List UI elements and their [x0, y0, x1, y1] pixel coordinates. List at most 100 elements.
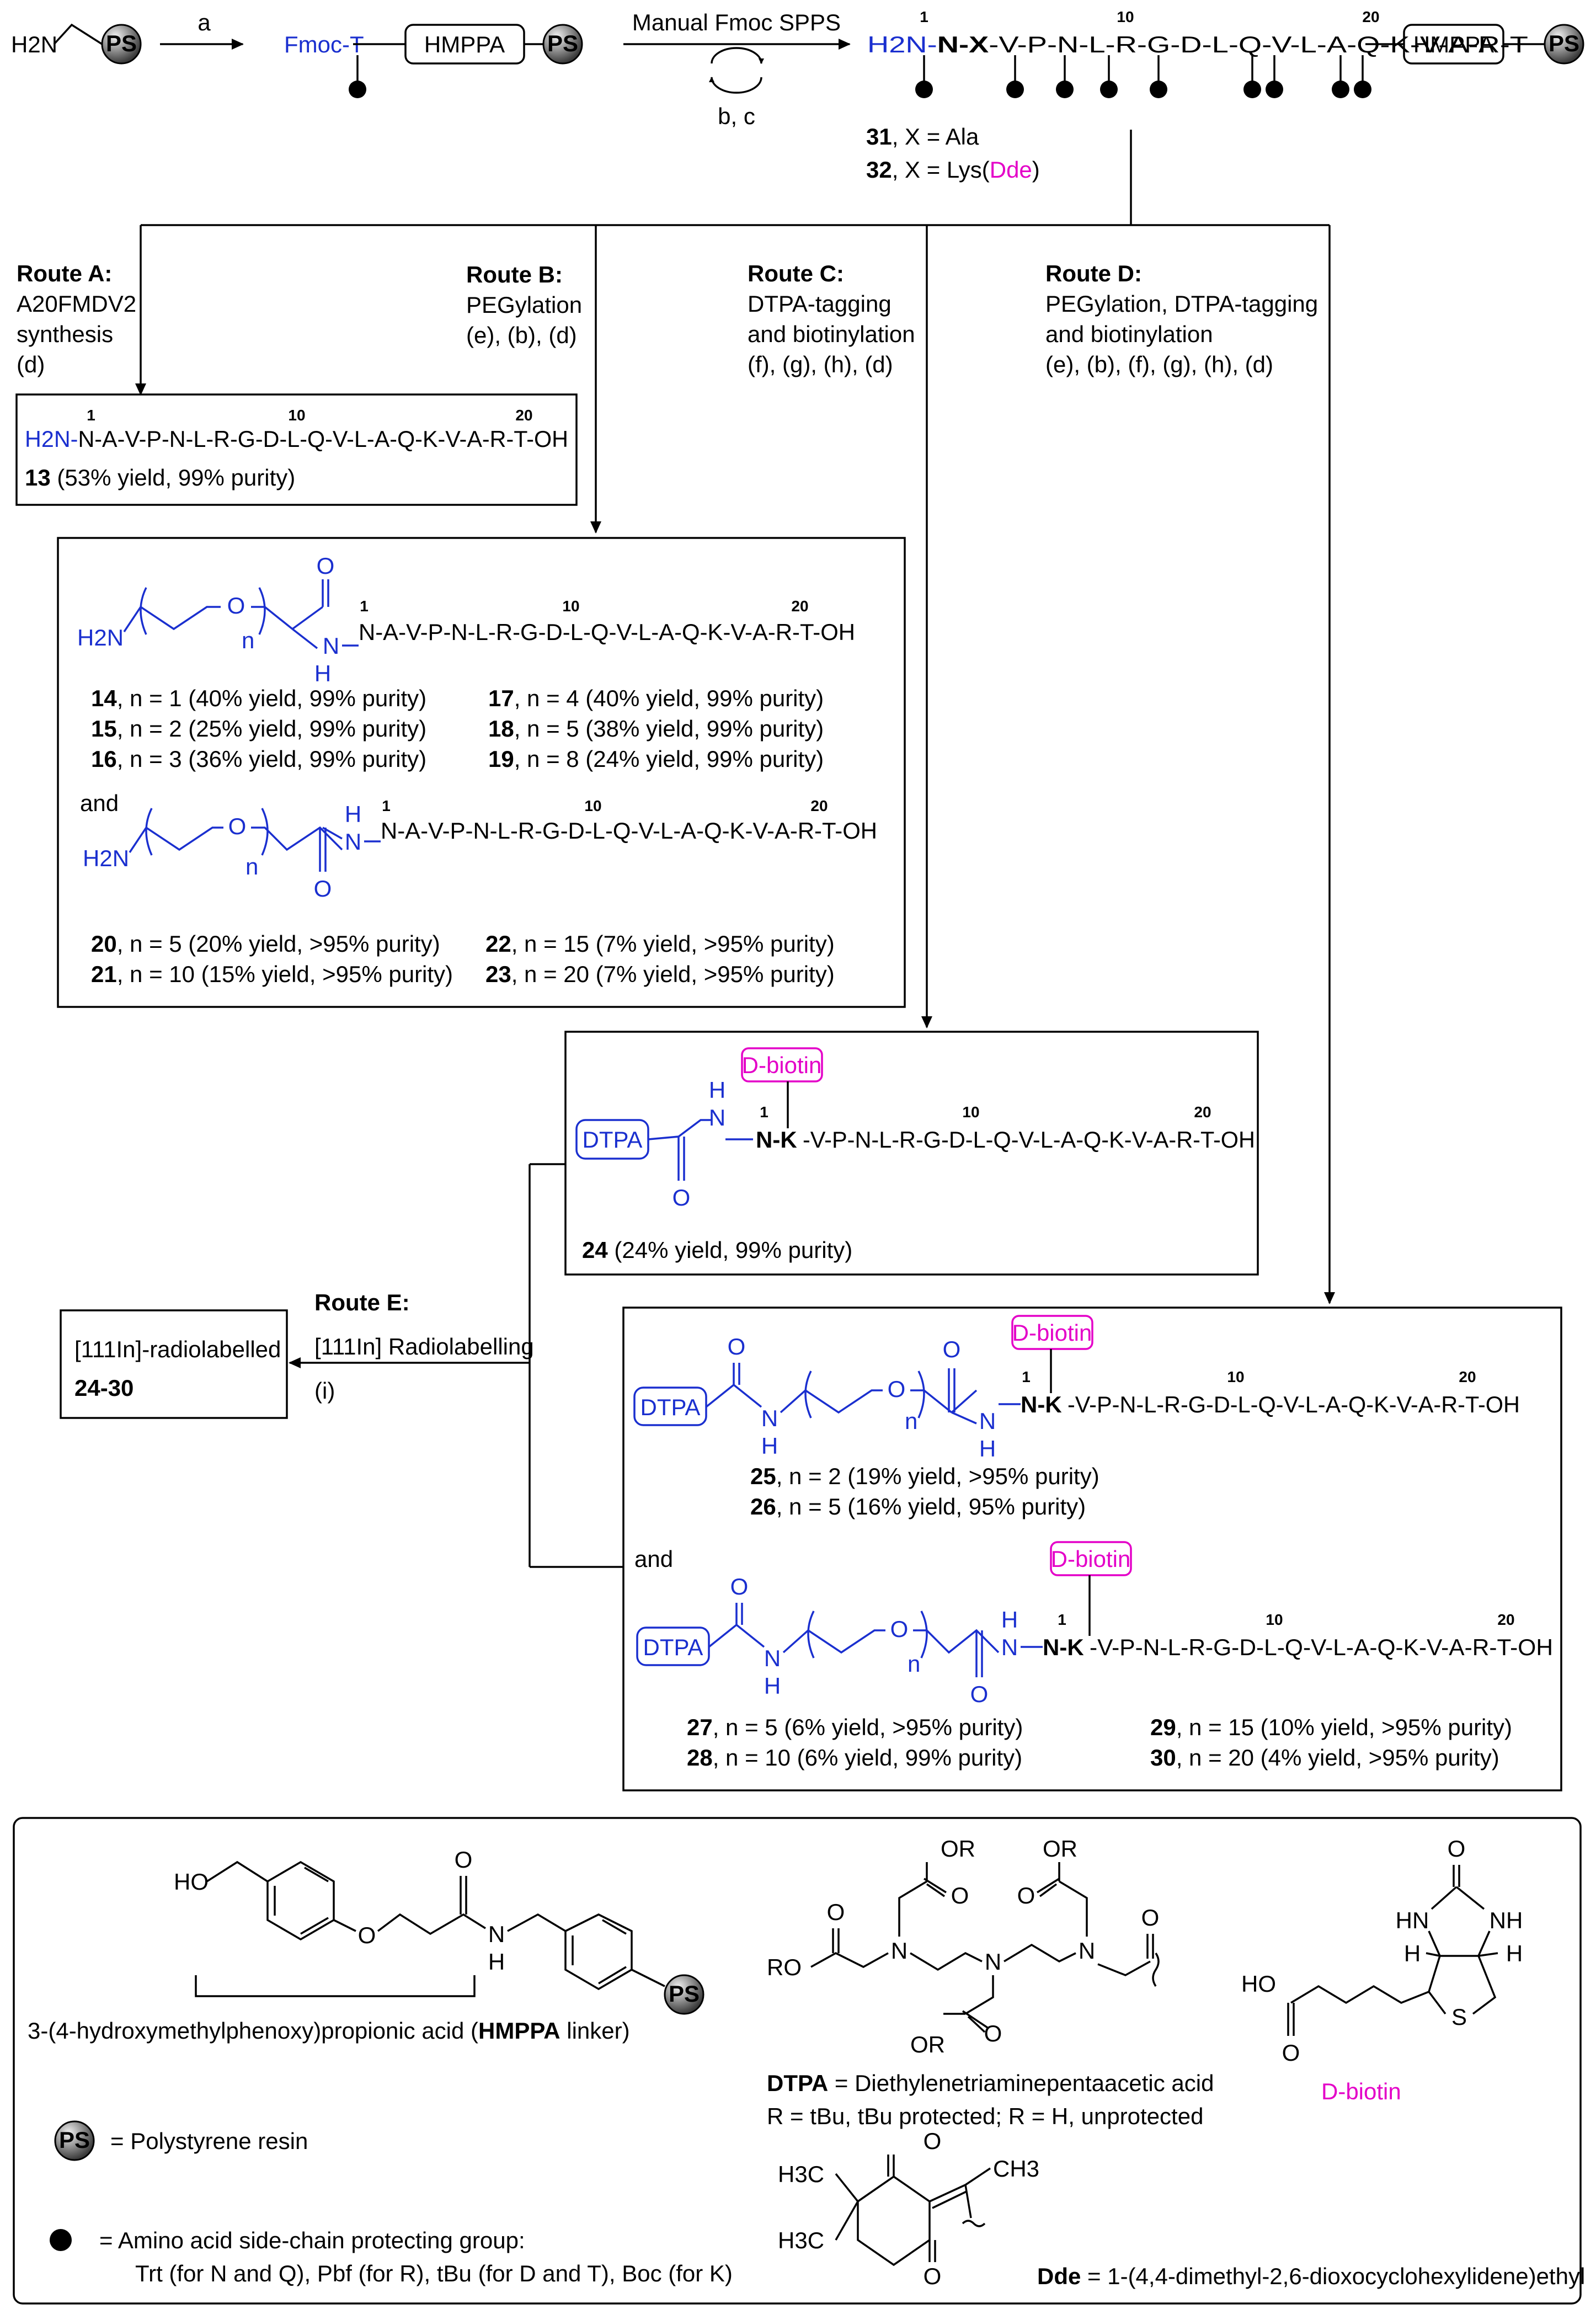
pos-10: 10	[962, 1103, 979, 1121]
ho-label: HO	[174, 1869, 209, 1895]
h-atom: H	[761, 1433, 778, 1459]
n-atom: N	[764, 1645, 781, 1671]
o-atom: O	[314, 876, 332, 902]
cmp-24-yield: (24% yield, 99% purity)	[608, 1237, 853, 1263]
compound-yield: , n = 15 (7% yield, >95% purity)	[511, 931, 835, 957]
peptide-sequence: -V-P-N-L-R-G-D-L-Q-V-L-A-Q-K-V-A-R-T-OH	[1090, 1634, 1553, 1660]
route-b-label: Route B: PEGylation (e), (b), (d)	[466, 262, 582, 348]
dtpa-r-def: R = tBu, tBu protected; R = H, unprotect…	[767, 2103, 1203, 2129]
or-label: OR	[1043, 1836, 1077, 1862]
svg-text:H2N-N-X-V-P-N-L-R-G-D-L-Q-V-L-: H2N-N-X-V-P-N-L-R-G-D-L-Q-V-L-A-Q-K-V-A-…	[867, 31, 1528, 57]
h-atom: H	[1404, 1940, 1421, 1966]
o-atom: O	[827, 1899, 845, 1925]
o-atom: O	[951, 1883, 969, 1908]
svg-text:DTPA = Diethylenetriaminepenta: DTPA = Diethylenetriaminepentaacetic aci…	[767, 2070, 1214, 2096]
compound-number: 30	[1150, 1745, 1176, 1771]
svg-text:N-K: N-K	[1021, 1391, 1062, 1417]
n-atom: N	[323, 633, 339, 659]
cmp-32-def: , X = Lys(	[892, 157, 990, 183]
h-atom: H	[709, 1077, 725, 1103]
yield-line: 15, n = 2 (25% yield, 99% purity)	[91, 716, 426, 742]
hmppa-def-end: linker)	[561, 2018, 630, 2044]
ps-definition: = Polystyrene resin	[110, 2128, 308, 2154]
svg-text:N-K: N-K	[756, 1127, 797, 1153]
o-atom: O	[730, 1574, 749, 1599]
route-d-label: Route D: PEGylation, DTPA-tagging and bi…	[1045, 260, 1318, 377]
n-subscript: n	[242, 627, 254, 653]
n-atom: N	[1079, 1938, 1095, 1964]
dde-def: = 1-(4,4-dimethyl-2,6-dioxocyclohexylide…	[1081, 2263, 1585, 2289]
hmppa-def: 3-(4-hydroxymethylphenoxy)propionic acid…	[28, 2018, 478, 2044]
product-box-peg: H2N O n O N H 1 10 20 N-A-V-P-N-L-R-G-D-…	[57, 537, 906, 1008]
route-a-title: Route A:	[17, 260, 112, 286]
compound-number: 20	[91, 931, 117, 957]
n-subscript: n	[245, 854, 258, 879]
d-biotin-label: D-biotin	[1012, 1320, 1092, 1346]
ps-resin-icon	[664, 1974, 704, 2015]
n-atom: N	[985, 1949, 1001, 1975]
pos-10: 10	[288, 407, 305, 424]
o-atom: O	[227, 593, 245, 618]
h2n-label: H2N-	[25, 426, 78, 452]
reagent-a: a	[198, 9, 211, 35]
route-b-title: Route B:	[466, 262, 563, 287]
route-c-desc: DTPA-tagging	[748, 291, 892, 317]
n-k-residue: N-K	[1021, 1391, 1062, 1417]
cmp-32: 32	[866, 157, 892, 183]
protecting-group-dot	[50, 2229, 72, 2251]
seq-h2n: H2N-	[867, 31, 937, 57]
dde-label: Dde	[990, 157, 1032, 183]
route-a-desc2: synthesis	[17, 321, 113, 347]
hmppa-abbr: HMPPA	[478, 2018, 561, 2044]
compound-yield: , n = 2 (19% yield, >95% purity)	[776, 1463, 1099, 1489]
o-atom: O	[970, 1681, 989, 1707]
route-e-title: Route E:	[314, 1289, 410, 1315]
or-label: OR	[910, 2031, 945, 2057]
h2n-label: H2N	[11, 31, 57, 57]
h-atom: H	[1001, 1607, 1018, 1633]
dtpa-label: DTPA	[640, 1394, 701, 1420]
peptide-sequence: N-A-V-P-N-L-R-G-D-L-Q-V-L-A-Q-K-V-A-R-T-…	[359, 619, 855, 645]
dde-abbr: Dde	[1037, 2263, 1081, 2289]
o-atom: O	[890, 1616, 909, 1642]
d-biotin-label: D-biotin	[1051, 1546, 1131, 1572]
hmppa-label: HMPPA	[424, 31, 505, 57]
dtpa-label: DTPA	[643, 1634, 703, 1660]
compound-number: 18	[488, 716, 514, 742]
yield-line: 18, n = 5 (38% yield, 99% purity)	[488, 716, 824, 742]
compound-yield: , n = 4 (40% yield, 99% purity)	[514, 685, 824, 711]
pos-20: 20	[1194, 1103, 1211, 1121]
compound-yield: , n = 20 (7% yield, >95% purity)	[511, 961, 835, 987]
hmppa-label: HMPPA	[1413, 31, 1494, 57]
radiolabelled-compounds: 24-30	[74, 1375, 134, 1401]
o-atom: O	[1448, 1836, 1466, 1862]
pos-10: 10	[584, 797, 601, 814]
pos-20: 20	[1497, 1611, 1514, 1628]
h-atom: H	[979, 1436, 996, 1462]
pos-1: 1	[760, 1103, 768, 1121]
svg-text:3-(4-hydroxymethylphenoxy)prop: 3-(4-hydroxymethylphenoxy)propionic acid…	[28, 2018, 630, 2044]
n-atom: N	[1001, 1634, 1018, 1660]
ch3-label: CH3	[993, 2156, 1039, 2182]
compound-number: 26	[750, 1494, 776, 1519]
ps-resin-icon	[542, 24, 583, 65]
svg-text:Dde = 1-(4,4-dimethyl-2,6-diox: Dde = 1-(4,4-dimethyl-2,6-dioxocyclohexy…	[1037, 2263, 1585, 2289]
paren: )	[1032, 157, 1040, 183]
compound-yield: , n = 5 (6% yield, >95% purity)	[713, 1714, 1023, 1740]
yield-line: 16, n = 3 (36% yield, 99% purity)	[91, 746, 426, 772]
pos-1: 1	[87, 407, 95, 424]
yield-line: 28, n = 10 (6% yield, 99% purity)	[687, 1745, 1022, 1771]
svg-text:24 (24% yield, 99% purity): 24 (24% yield, 99% purity)	[582, 1237, 852, 1263]
o-atom: O	[228, 813, 247, 839]
yield-line: 29, n = 15 (10% yield, >95% purity)	[1150, 1714, 1512, 1740]
protecting-group-dot	[1354, 81, 1371, 98]
n-k-residue: N-K	[1043, 1634, 1084, 1660]
compound-number: 22	[485, 931, 511, 957]
ro-label: RO	[767, 1954, 802, 1980]
ps-resin-icon	[1544, 24, 1584, 65]
route-b-desc: PEGylation	[466, 292, 582, 318]
pos-10: 10	[1266, 1611, 1283, 1628]
ps-label: PS	[669, 1981, 700, 2007]
ps-label: PS	[59, 2127, 90, 2153]
